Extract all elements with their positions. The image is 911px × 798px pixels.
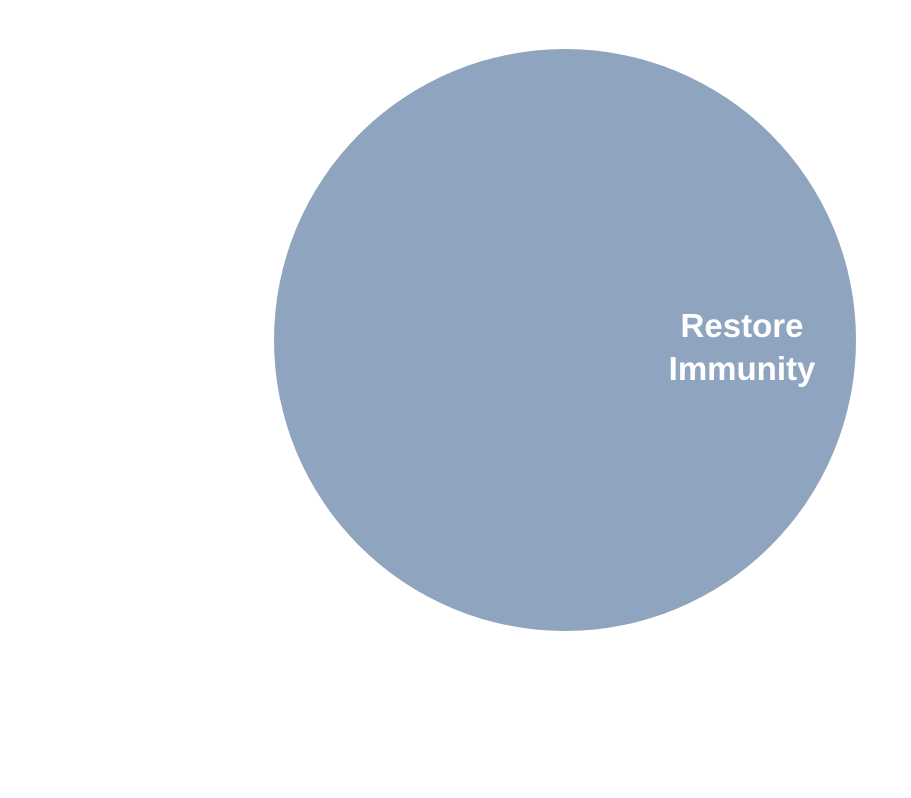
circle-label-line-1: Restore [680, 307, 804, 344]
circle-label: Restore Immunity [652, 304, 832, 390]
circle-label-line-2: Immunity [668, 350, 816, 387]
restore-immunity-circle [274, 49, 856, 631]
